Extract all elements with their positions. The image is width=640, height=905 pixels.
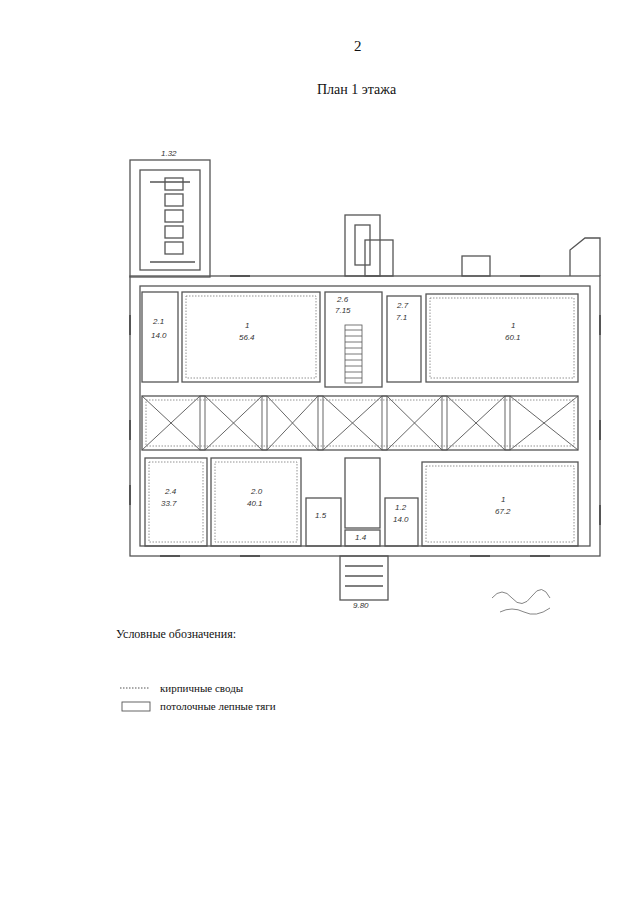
legend-dotted-sample <box>120 687 150 688</box>
room-number: 1 <box>500 496 506 505</box>
dimension: 9.80 <box>352 602 370 611</box>
room-number: 2.0 <box>250 488 263 497</box>
room-number: 2.6 <box>336 296 349 305</box>
legend-text: потолочные лепные тяги <box>160 700 276 712</box>
page-number: 2 <box>354 38 362 55</box>
room-area: 67.2 <box>494 508 512 517</box>
room-area: 40.1 <box>246 500 264 509</box>
plan-title: План 1 этажа <box>317 82 396 97</box>
room-number: 1.5 <box>314 512 327 521</box>
room-number: 1 <box>510 322 516 331</box>
room-number: 2.4 <box>164 488 177 497</box>
room-number: 2.1 <box>152 318 165 327</box>
legend-heading: Условные обозначения: <box>116 628 236 641</box>
room-area: 60.1 <box>504 334 522 343</box>
room-number: 1 <box>244 322 250 331</box>
room-number: 1.4 <box>354 534 367 543</box>
room-area: 7.1 <box>395 314 408 323</box>
legend-text: кирпичные своды <box>160 682 243 694</box>
room-number: 1.2 <box>394 504 407 513</box>
legend-rect-sample <box>122 702 150 711</box>
room-area: 7.15 <box>334 307 352 316</box>
room-area: 56.4 <box>238 334 256 343</box>
room-area: 33.7 <box>160 500 178 509</box>
room-area: 14.0 <box>392 516 410 525</box>
room-number: 2.7 <box>396 302 409 311</box>
room-area: 14.0 <box>150 332 168 341</box>
dimension: 1.32 <box>160 150 178 159</box>
